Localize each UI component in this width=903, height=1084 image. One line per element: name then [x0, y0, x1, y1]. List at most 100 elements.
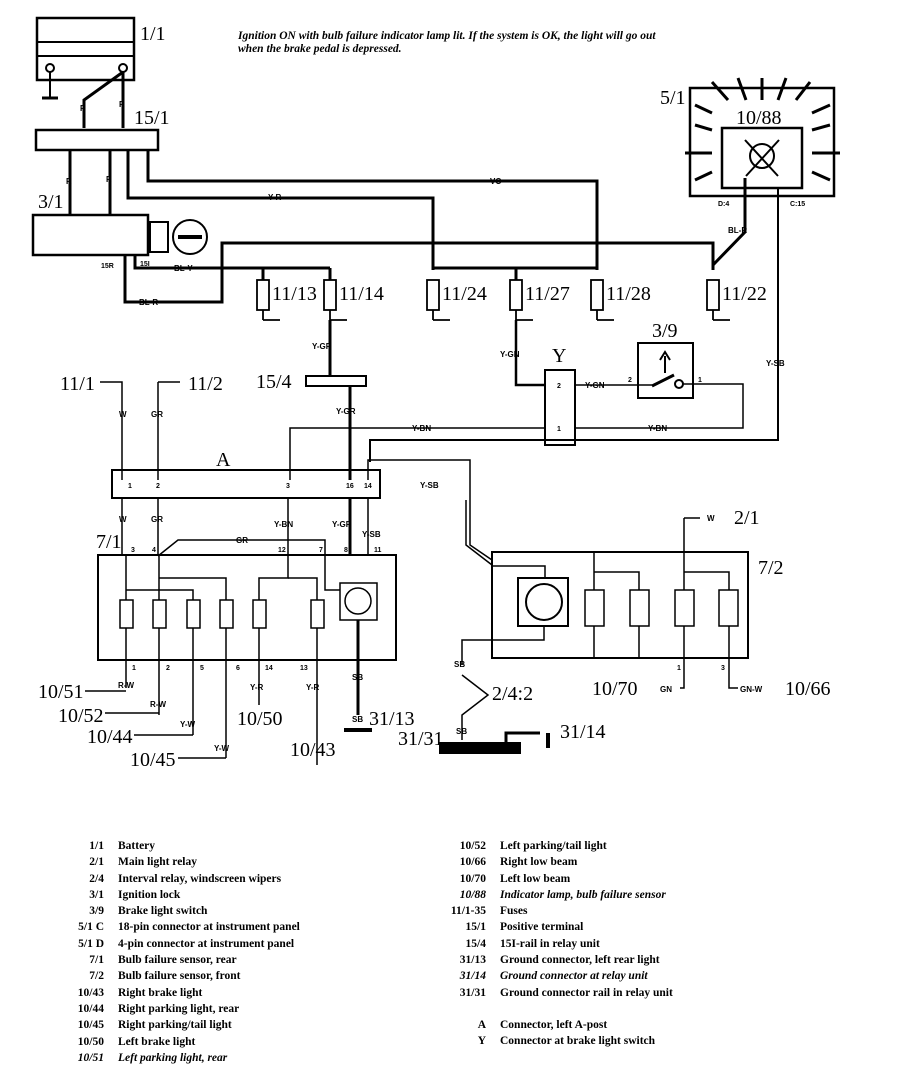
wire-code: W [119, 515, 127, 524]
wire-code: Y-GN [585, 381, 605, 390]
legend-item: 10/88 Indicator lamp, bulb failure sensor [410, 887, 673, 903]
bulb-failure-sensor-rear [97, 554, 397, 765]
wire-code: Y-R [250, 683, 264, 692]
legend-description: Right parking light, rear [118, 1002, 240, 1015]
pin-label: 3 [131, 547, 135, 554]
legend-code: 5/1 D [78, 937, 104, 950]
label-sensor-rear: 7/1 [96, 531, 122, 553]
label-sensor-front: 7/2 [758, 557, 784, 579]
legend-code: 10/52 [459, 840, 486, 852]
ground-rail [439, 742, 521, 754]
legend-description: Ground connector, left rear light [500, 954, 660, 967]
legend-description: Indicator lamp, bulb failure sensor [500, 888, 666, 901]
pin-label: 1 [677, 665, 681, 672]
label-battery: 1/1 [140, 23, 166, 45]
label-ground-31-31: 31/31 [398, 728, 444, 750]
wire-code: GR [151, 410, 163, 419]
label-right-low-beam: 10/66 [785, 678, 831, 700]
fuse-symbols [256, 279, 730, 321]
label-ground-31-13: 31/13 [369, 708, 415, 730]
positive-terminal-bar [34, 128, 160, 152]
pin-label: 11 [374, 547, 382, 554]
wire-code: SB [454, 660, 465, 669]
legend-code: 10/51 [77, 1051, 104, 1064]
legend-description: Left brake light [118, 1035, 196, 1048]
pin-label: 3 [721, 665, 725, 672]
wire-code: Y-BN [412, 424, 431, 433]
wire-code: R [119, 100, 125, 109]
legend-description: Battery [118, 840, 156, 852]
legend-description: 18-pin connector at instrument panel [118, 921, 300, 934]
legend-description: Ground connector rail in relay unit [500, 986, 673, 999]
wire-code: BL-Y [174, 264, 193, 273]
legend-description: Right parking/tail light [118, 1019, 232, 1032]
wire-code: Y-R [268, 193, 282, 202]
wiring-diagram: 1/1 15/1 3/1 5/1 10/88 11/13 11/14 11/24… [31, 16, 840, 771]
legend-code: 7/2 [89, 970, 104, 983]
legend-description: Bulb failure sensor, front [118, 970, 241, 983]
wire-code: Y-BN [648, 424, 667, 433]
pin-label: 1 [128, 483, 132, 490]
label-connector-y: Y [552, 345, 566, 367]
legend-description: Interval relay, windscreen wipers [118, 872, 282, 885]
legend-code: 5/1 C [78, 921, 104, 934]
legend-description: 15I-rail in relay unit [500, 937, 600, 950]
wire-code: Y-GR [336, 407, 356, 416]
pin-label: D:4 [718, 201, 729, 208]
legend-item: 7/2 Bulb failure sensor, front [40, 968, 300, 984]
pin-label: 14 [265, 665, 273, 672]
legend-code: 2/1 [89, 856, 104, 869]
wire-code: Y-SB [420, 481, 439, 490]
label-fuse: 11/13 [272, 283, 317, 305]
legend-item: 5/1 C 18-pin connector at instrument pane… [40, 919, 300, 935]
rail-15-4 [305, 375, 367, 387]
instrument-panel [685, 77, 840, 198]
wire-code: R-W [150, 700, 166, 709]
label-connector-a: A [216, 449, 231, 471]
legend-code: 10/88 [459, 888, 486, 901]
pin-label: 2 [166, 665, 170, 672]
legend-code: 10/70 [459, 872, 486, 885]
pin-label: 16 [346, 483, 354, 490]
legend-code: 10/45 [77, 1019, 104, 1032]
wire-code: R [106, 175, 112, 184]
label-lamp: 10/43 [290, 739, 336, 761]
legend-item: 10/45 Right parking/tail light [40, 1017, 300, 1033]
legend-code: 10/44 [77, 1002, 104, 1015]
label-main-relay: 2/1 [734, 507, 760, 529]
pin-label: 13 [300, 665, 308, 672]
legend-code: 15/1 [465, 921, 486, 934]
label-lamp: 10/50 [237, 708, 283, 730]
pin-label: 15I [140, 261, 150, 268]
wire-code: SB [352, 673, 363, 682]
label-rail: 15/4 [256, 371, 292, 393]
pin-label: 8 [344, 547, 348, 554]
label-fuse: 11/28 [606, 283, 651, 305]
wire-code: R [66, 177, 72, 186]
label-lamp: 10/45 [130, 749, 176, 771]
wire-code: VO [490, 177, 502, 186]
ignition-lock [31, 213, 208, 257]
label-fuse: 11/22 [722, 283, 767, 305]
wire-code: W [119, 410, 127, 419]
legend-description: Connector at brake light switch [500, 1035, 656, 1048]
legend-description: Main light relay [118, 856, 198, 869]
label-lamp: 10/52 [58, 705, 104, 727]
legend-item: 2/1 Main light relay [40, 854, 300, 870]
pin-label: 1 [557, 426, 561, 433]
label-fuse: 11/24 [442, 283, 487, 305]
label-lamp: 10/51 [38, 681, 84, 703]
wire-code: R [80, 104, 86, 113]
label-interval-relay: 2/4:2 [492, 683, 533, 705]
pin-label: 15R [101, 263, 114, 270]
label-fuse: 11/27 [525, 283, 570, 305]
label-positive-terminal: 15/1 [134, 107, 170, 129]
bulb-failure-sensor-front [461, 500, 749, 740]
